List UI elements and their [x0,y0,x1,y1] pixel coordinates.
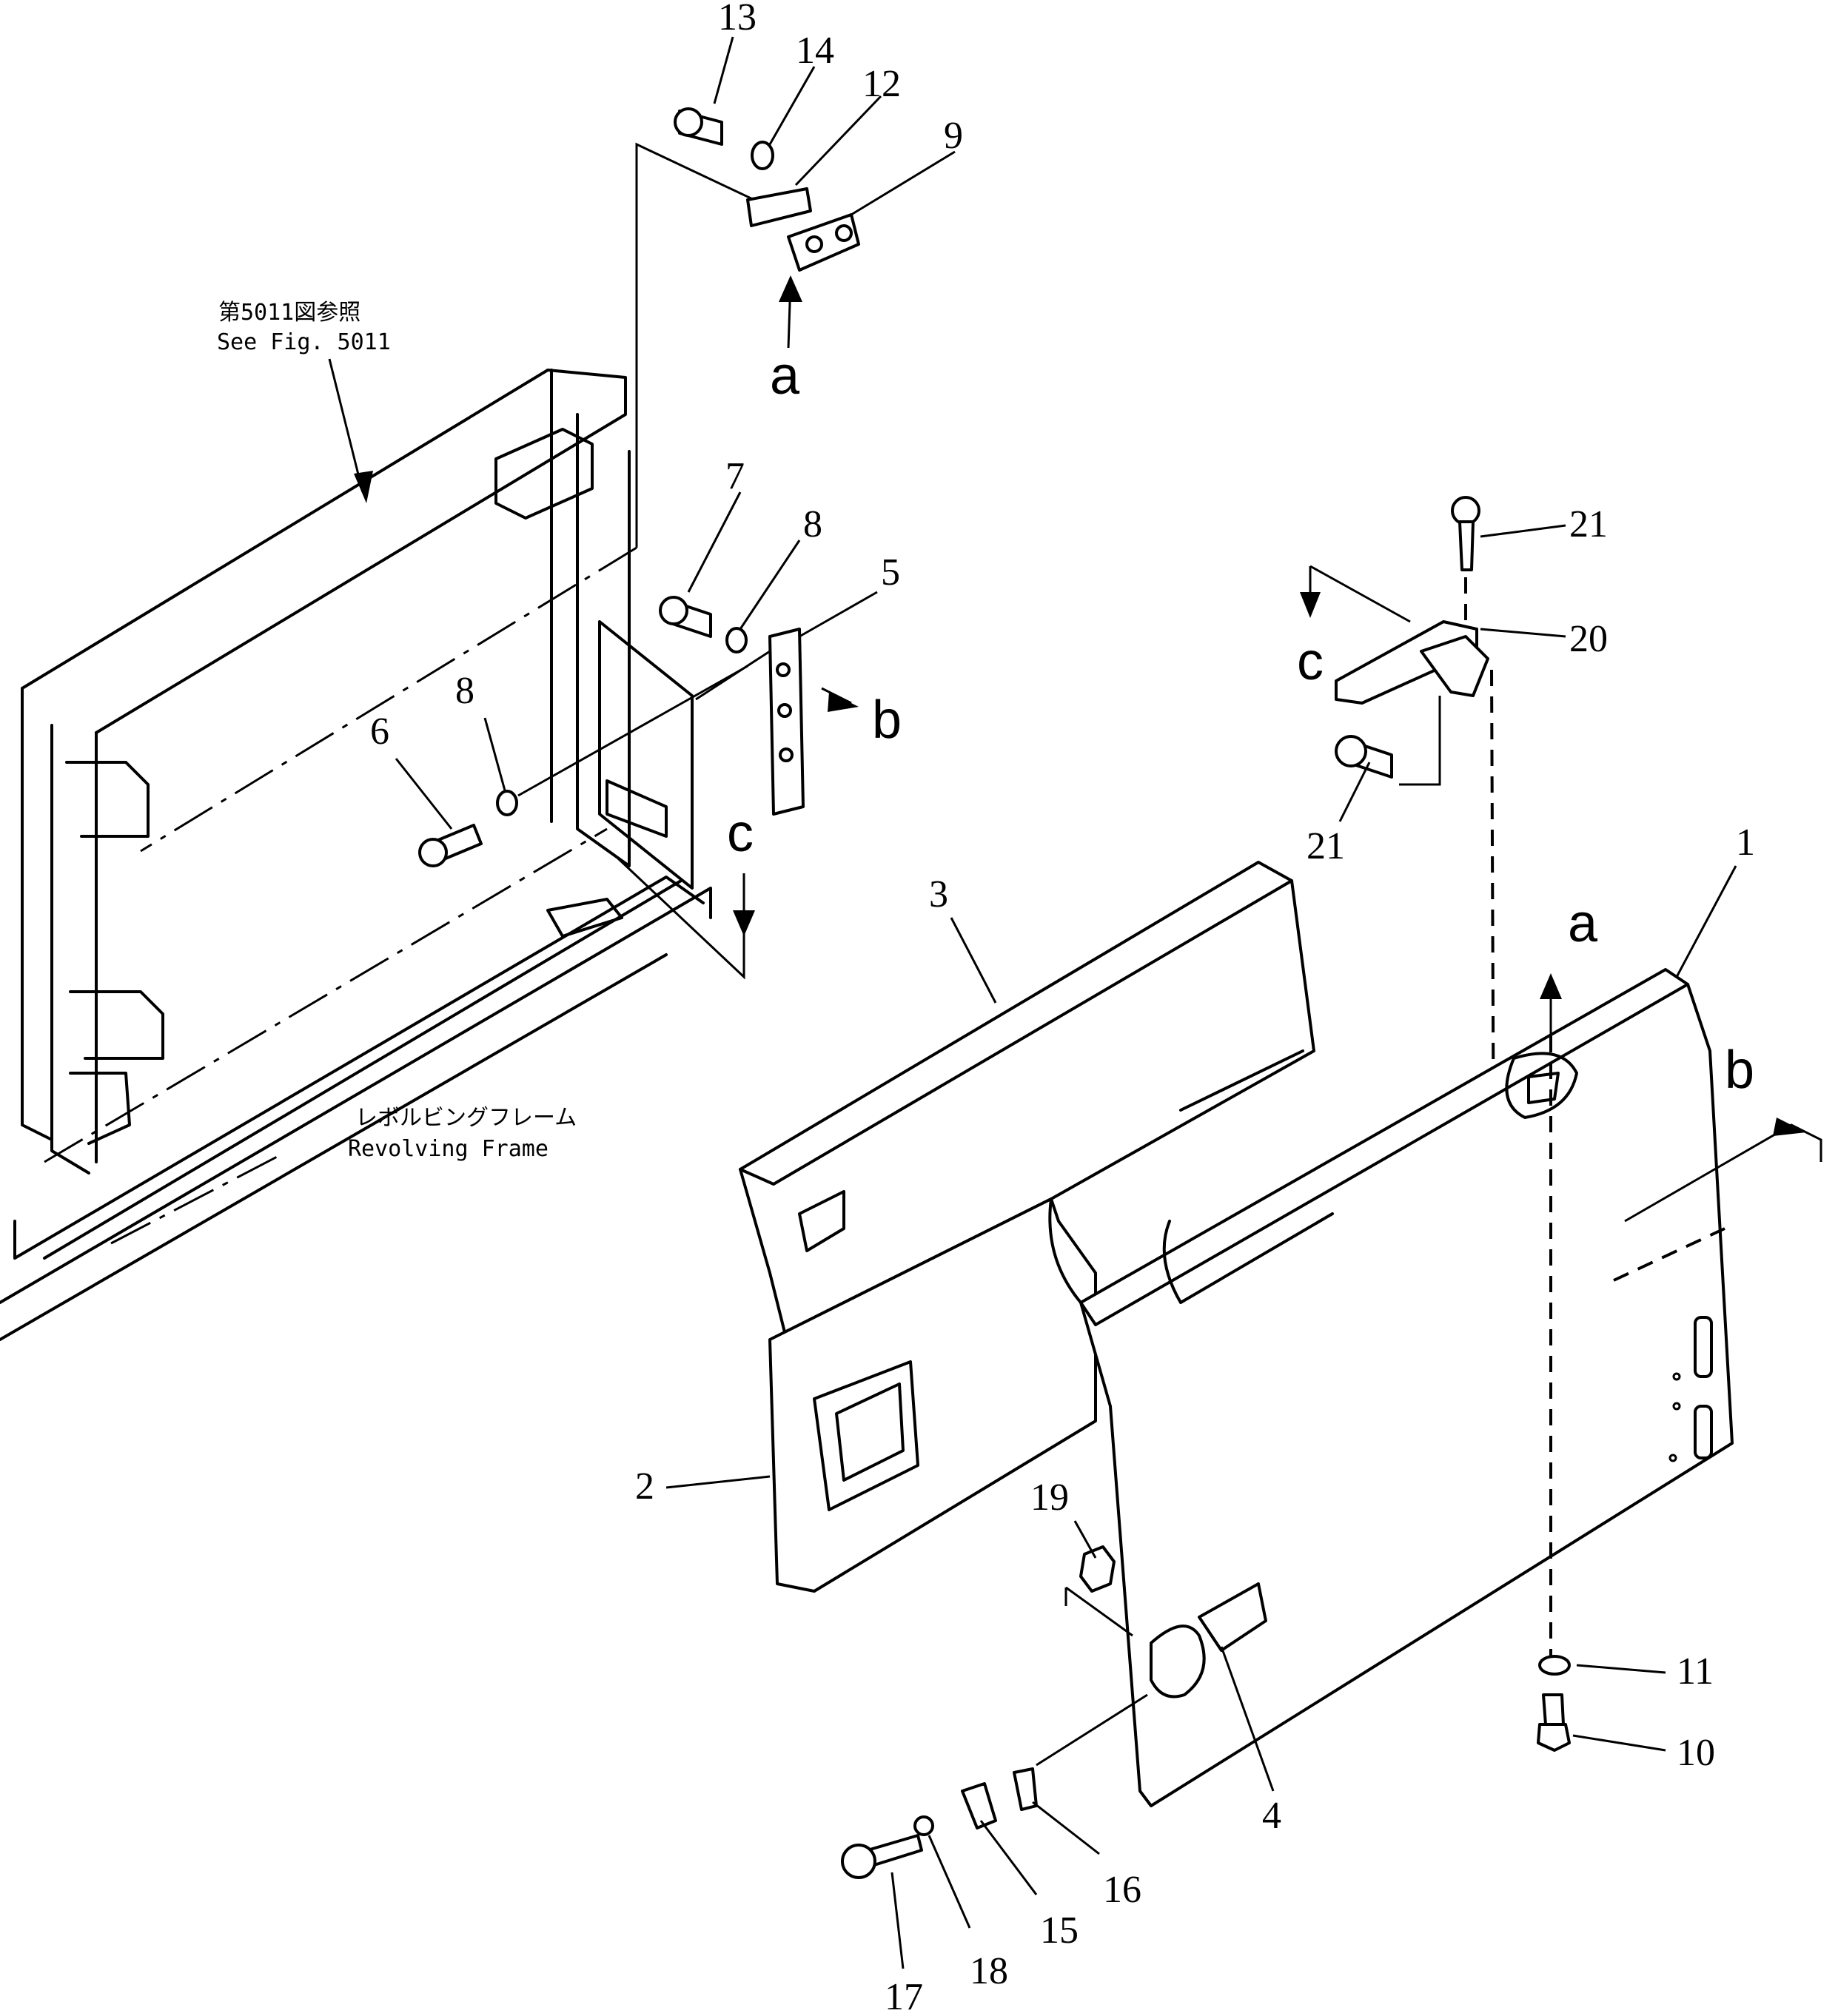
callout-11: 11 [1677,1650,1714,1693]
callout-18: 18 [970,1950,1008,1992]
see-fig-note-en: See Fig. 5011 [217,329,391,355]
callout-6: 6 [370,710,389,753]
panel-1 [1079,968,1822,1807]
callout-12: 12 [862,63,901,105]
view-marker-b-door: b [1725,1041,1754,1100]
callout-4: 4 [1262,1795,1281,1837]
callout-8-upper: 8 [803,503,822,545]
revolving-frame-note-en: Revolving Frame [348,1136,549,1162]
callout-20: 20 [1569,618,1608,660]
leader-lines [328,36,1737,1969]
view-marker-c-hinge: c [1297,632,1324,691]
callout-7: 7 [725,455,745,497]
callout-2: 2 [635,1465,654,1508]
callout-15: 15 [1040,1909,1079,1952]
view-marker-c-middle: c [727,804,754,863]
lower-hardware [841,1545,1571,1879]
callout-17: 17 [885,1976,923,2016]
see-fig-note-jp: 第5011図参照 [218,300,360,326]
callout-9: 9 [944,115,963,157]
panel-3 [739,861,1315,1334]
view-marker-a-upper: a [770,346,800,406]
callout-8-lower: 8 [455,670,474,712]
callout-19: 19 [1030,1476,1069,1519]
callout-1: 1 [1736,821,1755,864]
callout-21-upper: 21 [1569,503,1608,545]
revolving-frame-note-jp: レボルビングフレーム [355,1105,577,1131]
middle-bracket-assembly [418,596,859,980]
callout-3: 3 [929,873,948,915]
callout-5: 5 [881,551,900,594]
callout-10: 10 [1677,1732,1715,1774]
view-marker-b-middle: b [872,691,902,750]
callout-16: 16 [1103,1869,1141,1911]
callout-21-lower: 21 [1307,825,1345,867]
callout-13: 13 [718,0,757,38]
callout-14: 14 [796,30,834,72]
revolving-frame [0,369,712,1341]
view-marker-a-door: a [1568,894,1598,953]
upper-bracket-assembly [635,107,860,548]
